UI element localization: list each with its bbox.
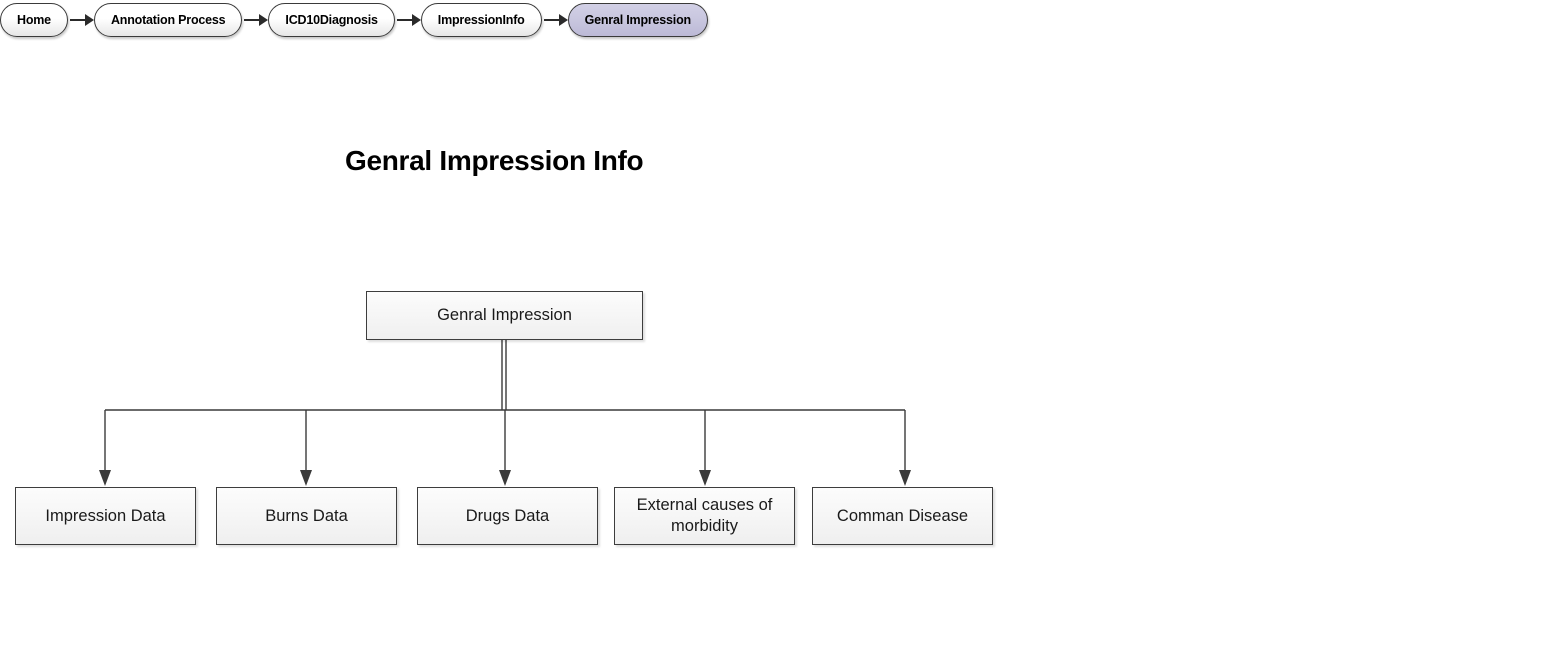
breadcrumb-item-label: Annotation Process <box>110 13 226 27</box>
breadcrumb-item-genral-impression[interactable]: Genral Impression <box>567 3 708 37</box>
arrow-right-icon <box>68 13 94 27</box>
breadcrumb: Home Annotation Process ICD10Diagnosis I… <box>0 0 708 40</box>
breadcrumb-item-label: Genral Impression <box>584 13 692 27</box>
node-label: Genral Impression <box>437 306 572 325</box>
arrow-down-icon <box>499 470 511 486</box>
node-label: Impression Data <box>45 506 166 525</box>
node-label: Drugs Data <box>465 506 550 525</box>
breadcrumb-item-annotation-process[interactable]: Annotation Process <box>93 3 243 37</box>
arrow-down-icon <box>899 470 911 486</box>
node-label: External causes of morbidity <box>636 496 773 535</box>
node-burns-data[interactable]: Burns Data <box>216 487 397 545</box>
node-genral-impression[interactable]: Genral Impression <box>366 291 643 340</box>
node-external-causes-of-morbidity[interactable]: External causes of morbidity <box>614 487 795 545</box>
breadcrumb-item-home[interactable]: Home <box>0 3 68 37</box>
arrow-right-icon <box>542 13 568 27</box>
node-impression-data[interactable]: Impression Data <box>15 487 196 545</box>
breadcrumb-item-label: Home <box>17 13 51 27</box>
arrow-down-icon <box>99 470 111 486</box>
breadcrumb-item-label: ImpressionInfo <box>437 13 525 27</box>
arrow-right-icon <box>395 13 421 27</box>
page-title: Genral Impression Info <box>345 145 644 176</box>
arrow-down-icon <box>699 470 711 486</box>
node-comman-disease[interactable]: Comman Disease <box>812 487 993 545</box>
breadcrumb-item-impressioninfo[interactable]: ImpressionInfo <box>420 3 542 37</box>
arrow-right-icon <box>242 13 269 27</box>
node-label: Burns Data <box>265 506 348 525</box>
node-drugs-data[interactable]: Drugs Data <box>417 487 598 545</box>
node-label: Comman Disease <box>836 506 969 525</box>
breadcrumb-item-label: ICD10Diagnosis <box>285 13 378 27</box>
arrow-down-icon <box>300 470 312 486</box>
breadcrumb-item-icd10diagnosis[interactable]: ICD10Diagnosis <box>268 3 395 37</box>
